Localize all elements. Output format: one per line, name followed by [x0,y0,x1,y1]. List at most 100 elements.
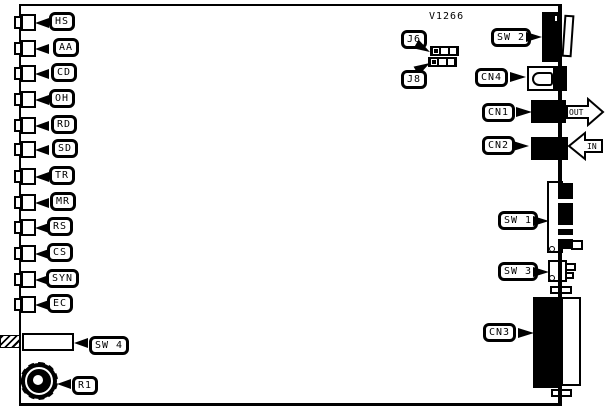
led-label: HS [49,12,76,31]
pointer-arrow [35,198,49,208]
switch-sw3-pin [549,275,555,281]
led-label: SD [52,139,79,158]
jumper-pin [433,48,439,54]
pointer-arrow [35,249,49,259]
in-arrow: IN [567,131,603,161]
led-label: MR [50,192,77,211]
connector-cn3 [533,297,562,388]
pointer-arrow [533,216,549,226]
jumper-pin [448,59,454,65]
pointer-arrow [35,69,49,79]
pointer-arrow [35,121,49,131]
led-label: RD [51,115,78,134]
led-indicator-tr: TR [0,166,135,187]
pointer-arrow [513,141,529,151]
led-square [21,40,36,57]
in-arrow-shape [567,131,603,161]
led-square [21,14,36,31]
switch-sw1-gap [558,225,573,229]
led-square [21,141,36,158]
led-square [21,91,36,108]
led-indicator-aa: AA [0,38,135,59]
pointer-arrow [526,32,542,42]
jumper-pin [439,59,446,65]
led-square [21,245,36,262]
led-indicator-hs: HS [0,12,135,33]
led-square [21,219,36,236]
led-label: SYN [46,269,80,288]
switch-label-sw4: SW 4 [89,336,130,355]
switch-sw1-gap [558,199,573,203]
jumper-label-j6: J6 [401,30,428,49]
led-square [21,194,36,211]
connector-label-cn4: CN4 [475,68,509,87]
led-label: CD [51,63,78,82]
led-square [21,65,36,82]
switch-sw2-lever [561,14,575,58]
led-label: EC [47,294,74,313]
jumper-label-j8: J8 [401,70,428,89]
connector-label-cn2: CN2 [482,136,516,155]
led-indicator-mr: MR [0,192,135,213]
potentiometer-r1-ring [25,367,53,395]
out-arrow-shape [566,97,605,127]
led-indicator-rs: RS [0,217,135,238]
led-label: TR [49,166,76,185]
led-indicator-syn: SYN [0,269,135,290]
pointer-arrow [35,44,49,54]
connector-label-cn1: CN1 [482,103,516,122]
pointer-arrow [35,145,49,155]
connector-cn2 [531,137,568,160]
led-square [21,117,36,134]
switch-sw1-gap [558,235,573,239]
connector-label-cn3: CN3 [483,323,517,342]
board-right-edge [558,4,562,406]
switch-sw3-tab [565,263,576,271]
pointer-arrow [35,223,49,233]
led-square [21,271,36,288]
pointer-arrow [35,172,49,182]
version-label: V1266 [429,11,465,22]
led-indicator-rd: RD [0,115,135,136]
pointer-arrow [516,107,532,117]
led-indicator-oh: OH [0,89,135,110]
jumper-block-j6 [430,46,459,56]
pointer-arrow [533,267,549,277]
led-label: CS [47,243,74,262]
switch-sw1-pin [549,246,555,252]
pointer-arrow [35,300,49,310]
switch-sw1-tab [571,240,583,250]
led-label: AA [53,38,80,57]
in-arrow-label: IN [587,142,597,151]
pointer-arrow [74,338,88,348]
led-label: RS [47,217,74,236]
jumper-pin [450,48,456,54]
switch-sw2 [542,12,562,62]
jumper-pin [431,59,437,65]
pointer-arrow [57,379,71,389]
potentiometer-r1-center [33,375,43,385]
led-label: OH [49,89,76,108]
led-indicator-ec: EC [0,294,135,315]
led-indicator-cd: CD [0,63,135,84]
switch-sw4 [22,333,74,351]
led-square [21,296,36,313]
out-arrow: OUT [566,97,605,127]
out-arrow-label: OUT [569,108,584,117]
connector-cn3-shell [561,297,581,386]
pointer-arrow [518,328,534,338]
jumper-pin [441,48,448,54]
potentiometer-label-r1: R1 [72,376,99,395]
pointer-arrow [35,95,49,105]
connector-cn1 [531,100,566,123]
led-indicator-cs: CS [0,243,135,264]
switch-sw2-mark [555,16,557,21]
led-square [21,168,36,185]
led-indicator-sd: SD [0,139,135,160]
switch-sw3-tab [565,272,574,279]
pointer-arrow [35,275,49,285]
pointer-arrow [35,18,49,28]
connector-cn4-opening [532,72,553,86]
pointer-arrow [510,72,526,82]
